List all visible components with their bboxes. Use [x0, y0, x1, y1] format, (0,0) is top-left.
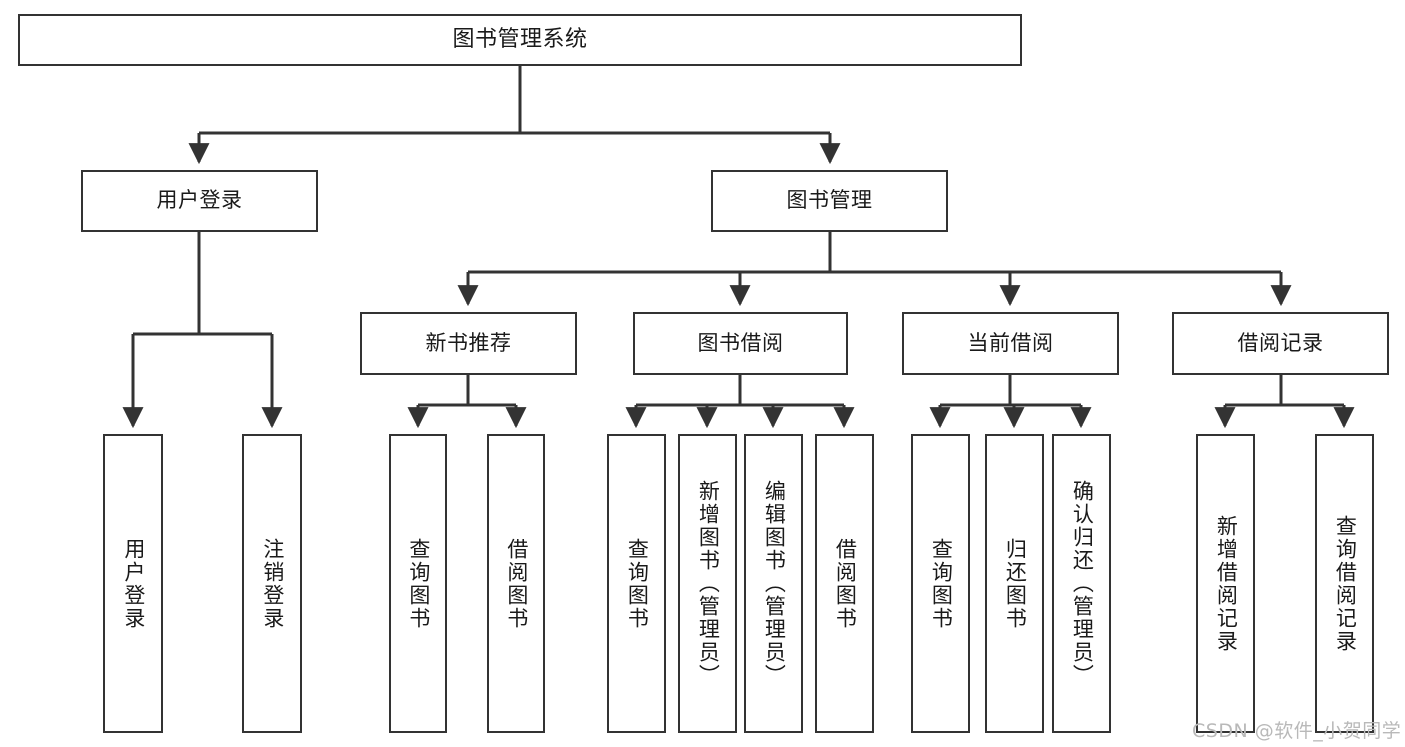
node-book-borrow-label: 图书借阅 — [697, 330, 784, 355]
node-leaf-edit-book[interactable]: 编辑图书（管理员） — [744, 434, 803, 733]
node-leaf-add-book-label: 新增图书（管理员） — [696, 480, 721, 687]
node-book-manage[interactable]: 图书管理 — [711, 170, 948, 232]
node-leaf-borrow-book-2-label: 借阅图书 — [833, 537, 858, 630]
watermark: CSDN @软件_小贺同学 — [1192, 720, 1402, 742]
node-leaf-query-book-3[interactable]: 查询图书 — [911, 434, 970, 733]
node-leaf-confirm-return[interactable]: 确认归还（管理员） — [1052, 434, 1111, 733]
node-current-borrow-label: 当前借阅 — [967, 330, 1054, 355]
node-book-borrow[interactable]: 图书借阅 — [633, 312, 848, 375]
node-root-label: 图书管理系统 — [452, 26, 588, 52]
node-leaf-confirm-return-label: 确认归还（管理员） — [1070, 480, 1095, 687]
node-leaf-user-logout-label: 注销登录 — [260, 537, 285, 630]
node-leaf-borrow-book-1-label: 借阅图书 — [504, 537, 529, 630]
node-leaf-query-book-3-label: 查询图书 — [929, 537, 954, 630]
node-leaf-borrow-book-1[interactable]: 借阅图书 — [487, 434, 545, 733]
node-new-book-recommend-label: 新书推荐 — [425, 330, 512, 355]
node-leaf-return-book[interactable]: 归还图书 — [985, 434, 1044, 733]
node-borrow-record[interactable]: 借阅记录 — [1172, 312, 1389, 375]
node-leaf-query-book-1[interactable]: 查询图书 — [389, 434, 447, 733]
node-book-manage-label: 图书管理 — [786, 188, 873, 213]
node-user-login[interactable]: 用户登录 — [81, 170, 318, 232]
node-new-book-recommend[interactable]: 新书推荐 — [360, 312, 577, 375]
node-leaf-add-book[interactable]: 新增图书（管理员） — [678, 434, 737, 733]
node-leaf-add-record[interactable]: 新增借阅记录 — [1196, 434, 1255, 733]
node-leaf-query-record-label: 查询借阅记录 — [1333, 514, 1358, 653]
node-leaf-user-login[interactable]: 用户登录 — [103, 434, 163, 733]
node-leaf-borrow-book-2[interactable]: 借阅图书 — [815, 434, 874, 733]
node-leaf-query-book-1-label: 查询图书 — [406, 537, 431, 630]
node-root[interactable]: 图书管理系统 — [18, 14, 1022, 66]
node-borrow-record-label: 借阅记录 — [1237, 330, 1324, 355]
node-leaf-query-record[interactable]: 查询借阅记录 — [1315, 434, 1374, 733]
node-leaf-user-login-label: 用户登录 — [121, 537, 146, 630]
node-leaf-user-logout[interactable]: 注销登录 — [242, 434, 302, 733]
node-leaf-return-book-label: 归还图书 — [1003, 537, 1028, 630]
node-leaf-query-book-2-label: 查询图书 — [625, 537, 650, 630]
node-current-borrow[interactable]: 当前借阅 — [902, 312, 1119, 375]
node-user-login-label: 用户登录 — [156, 188, 243, 213]
node-leaf-add-record-label: 新增借阅记录 — [1214, 514, 1239, 653]
node-leaf-query-book-2[interactable]: 查询图书 — [607, 434, 666, 733]
node-leaf-edit-book-label: 编辑图书（管理员） — [762, 480, 787, 687]
